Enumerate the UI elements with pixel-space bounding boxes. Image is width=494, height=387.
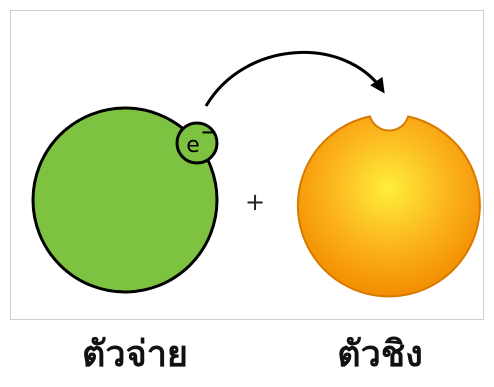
electron-charge: − [200,122,215,143]
electron-label: e [186,133,200,158]
donor-circle [31,106,219,294]
donor-label: ตัวจ่าย [82,334,188,375]
acceptor-label: ตัวชิง [337,334,423,375]
curved-arrow [204,51,385,107]
acceptor-circle [296,115,481,298]
electron-circle [175,121,219,165]
plus-sign: + [245,188,265,216]
